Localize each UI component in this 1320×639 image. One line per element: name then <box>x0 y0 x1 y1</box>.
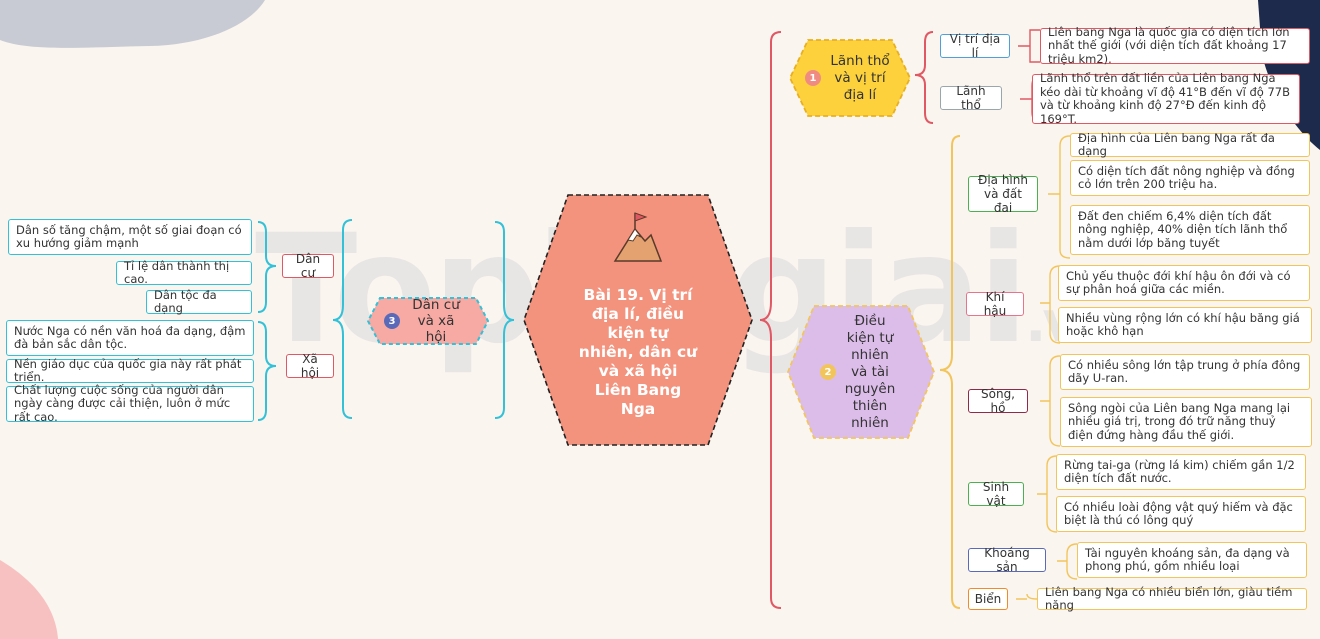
cat-lanh-tho[interactable]: Lãnh thổ <box>940 84 1002 112</box>
central-title: Bài 19. Vị trí địa lí, điều kiện tự nhiê… <box>578 286 698 418</box>
branch1-node-shape <box>789 39 911 117</box>
leaf-lanh-tho-1: Lãnh thổ trên đất liền của Liên bang Nga… <box>1032 71 1300 125</box>
song-ho-brace <box>1040 355 1061 447</box>
branch3-node[interactable]: 3 Dân cư và xã hội <box>384 297 484 345</box>
vi-tri-brace <box>1018 29 1040 63</box>
leaf-dia-hinh-1: Địa hình của Liên bang Nga rất đa dạng <box>1070 131 1310 158</box>
bien-connector <box>1016 593 1038 600</box>
leaf-song-ho-1: Có nhiều sông lớn tập trung ở phía đông … <box>1060 354 1310 390</box>
cat-vi-tri-dia-li[interactable]: Vị trí địa lí <box>940 32 1010 60</box>
leaf-bien-1: Liên bang Nga có nhiều biển lớn, giàu ti… <box>1037 585 1307 612</box>
branch2-label: Điều kiện tự nhiên và tài nguyên thiên n… <box>844 312 896 431</box>
cat-dia-hinh[interactable]: Địa hình và đất đai <box>968 173 1038 215</box>
central-node-shape <box>523 194 753 446</box>
leaf-khi-hau-2: Nhiều vùng rộng lớn có khí hậu băng giá … <box>1058 307 1312 343</box>
mountain-flag-icon <box>613 212 663 262</box>
cat-khi-hau[interactable]: Khí hậu <box>966 290 1024 318</box>
cat-song-ho[interactable]: Sông, hồ <box>968 387 1028 415</box>
branch3-node-shape <box>366 297 490 345</box>
cat-dan-cu[interactable]: Dân cư <box>282 252 334 280</box>
sinh-vat-brace <box>1037 455 1058 533</box>
leaf-dan-cu-1: Dân số tăng chậm, một số giai đoạn có xu… <box>8 219 252 255</box>
branch2-number: 2 <box>820 364 836 380</box>
leaf-dia-hinh-2: Có diện tích đất nông nghiệp và đồng cỏ … <box>1070 160 1310 196</box>
main-left-brace <box>494 221 515 419</box>
branch3-brace <box>332 219 353 419</box>
leaf-dan-cu-3: Dân tộc đa dạng <box>146 288 252 315</box>
branch3-number: 3 <box>384 313 400 329</box>
branch2-node[interactable]: 2 Điều kiện tự nhiên và tài nguyên thiên… <box>820 308 910 436</box>
dia-hinh-brace <box>1048 135 1071 259</box>
branch1-number: 1 <box>805 70 821 86</box>
cat-bien[interactable]: Biển <box>968 588 1008 610</box>
leaf-khoang-san-1: Tài nguyên khoáng sản, đa dạng và phong … <box>1077 542 1307 578</box>
dan-cu-brace <box>257 221 277 313</box>
branch1-label: Lãnh thổ và vị trí địa lí <box>830 52 890 103</box>
branch1-node[interactable]: 1 Lãnh thổ và vị trí địa lí <box>805 50 905 106</box>
leaf-xa-hoi-1: Nước Nga có nền văn hoá đa dạng, đậm đà … <box>6 320 254 356</box>
top-left-blob <box>0 0 265 48</box>
branch2-node-shape <box>787 305 935 439</box>
leaf-song-ho-2: Sông ngòi của Liên bang Nga mang lại nhi… <box>1060 397 1312 447</box>
bottom-left-blob <box>0 560 58 639</box>
xa-hoi-brace <box>257 321 277 421</box>
branch3-label: Dân cư và xã hội <box>412 297 460 345</box>
branch1-brace <box>914 31 934 124</box>
main-right-brace <box>759 31 782 609</box>
leaf-xa-hoi-3: Chất lượng cuộc sống của người dân ngày … <box>6 383 254 424</box>
leaf-xa-hoi-2: Nền giáo dục của quốc gia này rất phát t… <box>6 357 254 384</box>
cat-sinh-vat[interactable]: Sinh vật <box>968 480 1024 508</box>
leaf-khi-hau-1: Chủ yếu thuộc đới khí hậu ôn đới và có s… <box>1058 265 1310 301</box>
cat-xa-hoi[interactable]: Xã hội <box>286 352 334 380</box>
branch2-brace <box>939 135 961 609</box>
leaf-vi-tri-1: Liên bang Nga là quốc gia có diện tích l… <box>1040 25 1310 66</box>
leaf-sinh-vat-1: Rừng tai-ga (rừng lá kim) chiếm gần 1/2 … <box>1056 454 1306 490</box>
khi-hau-brace <box>1040 265 1061 344</box>
leaf-sinh-vat-2: Có nhiều loài động vật quý hiếm và đặc b… <box>1056 496 1306 532</box>
leaf-dia-hinh-3: Đất đen chiếm 6,4% diện tích đất nông ng… <box>1070 205 1310 255</box>
leaf-dan-cu-2: Tỉ lệ dân thành thị cao. <box>116 259 252 286</box>
khoang-san-brace <box>1057 543 1078 580</box>
cat-khoang-san[interactable]: Khoáng sản <box>968 546 1046 574</box>
